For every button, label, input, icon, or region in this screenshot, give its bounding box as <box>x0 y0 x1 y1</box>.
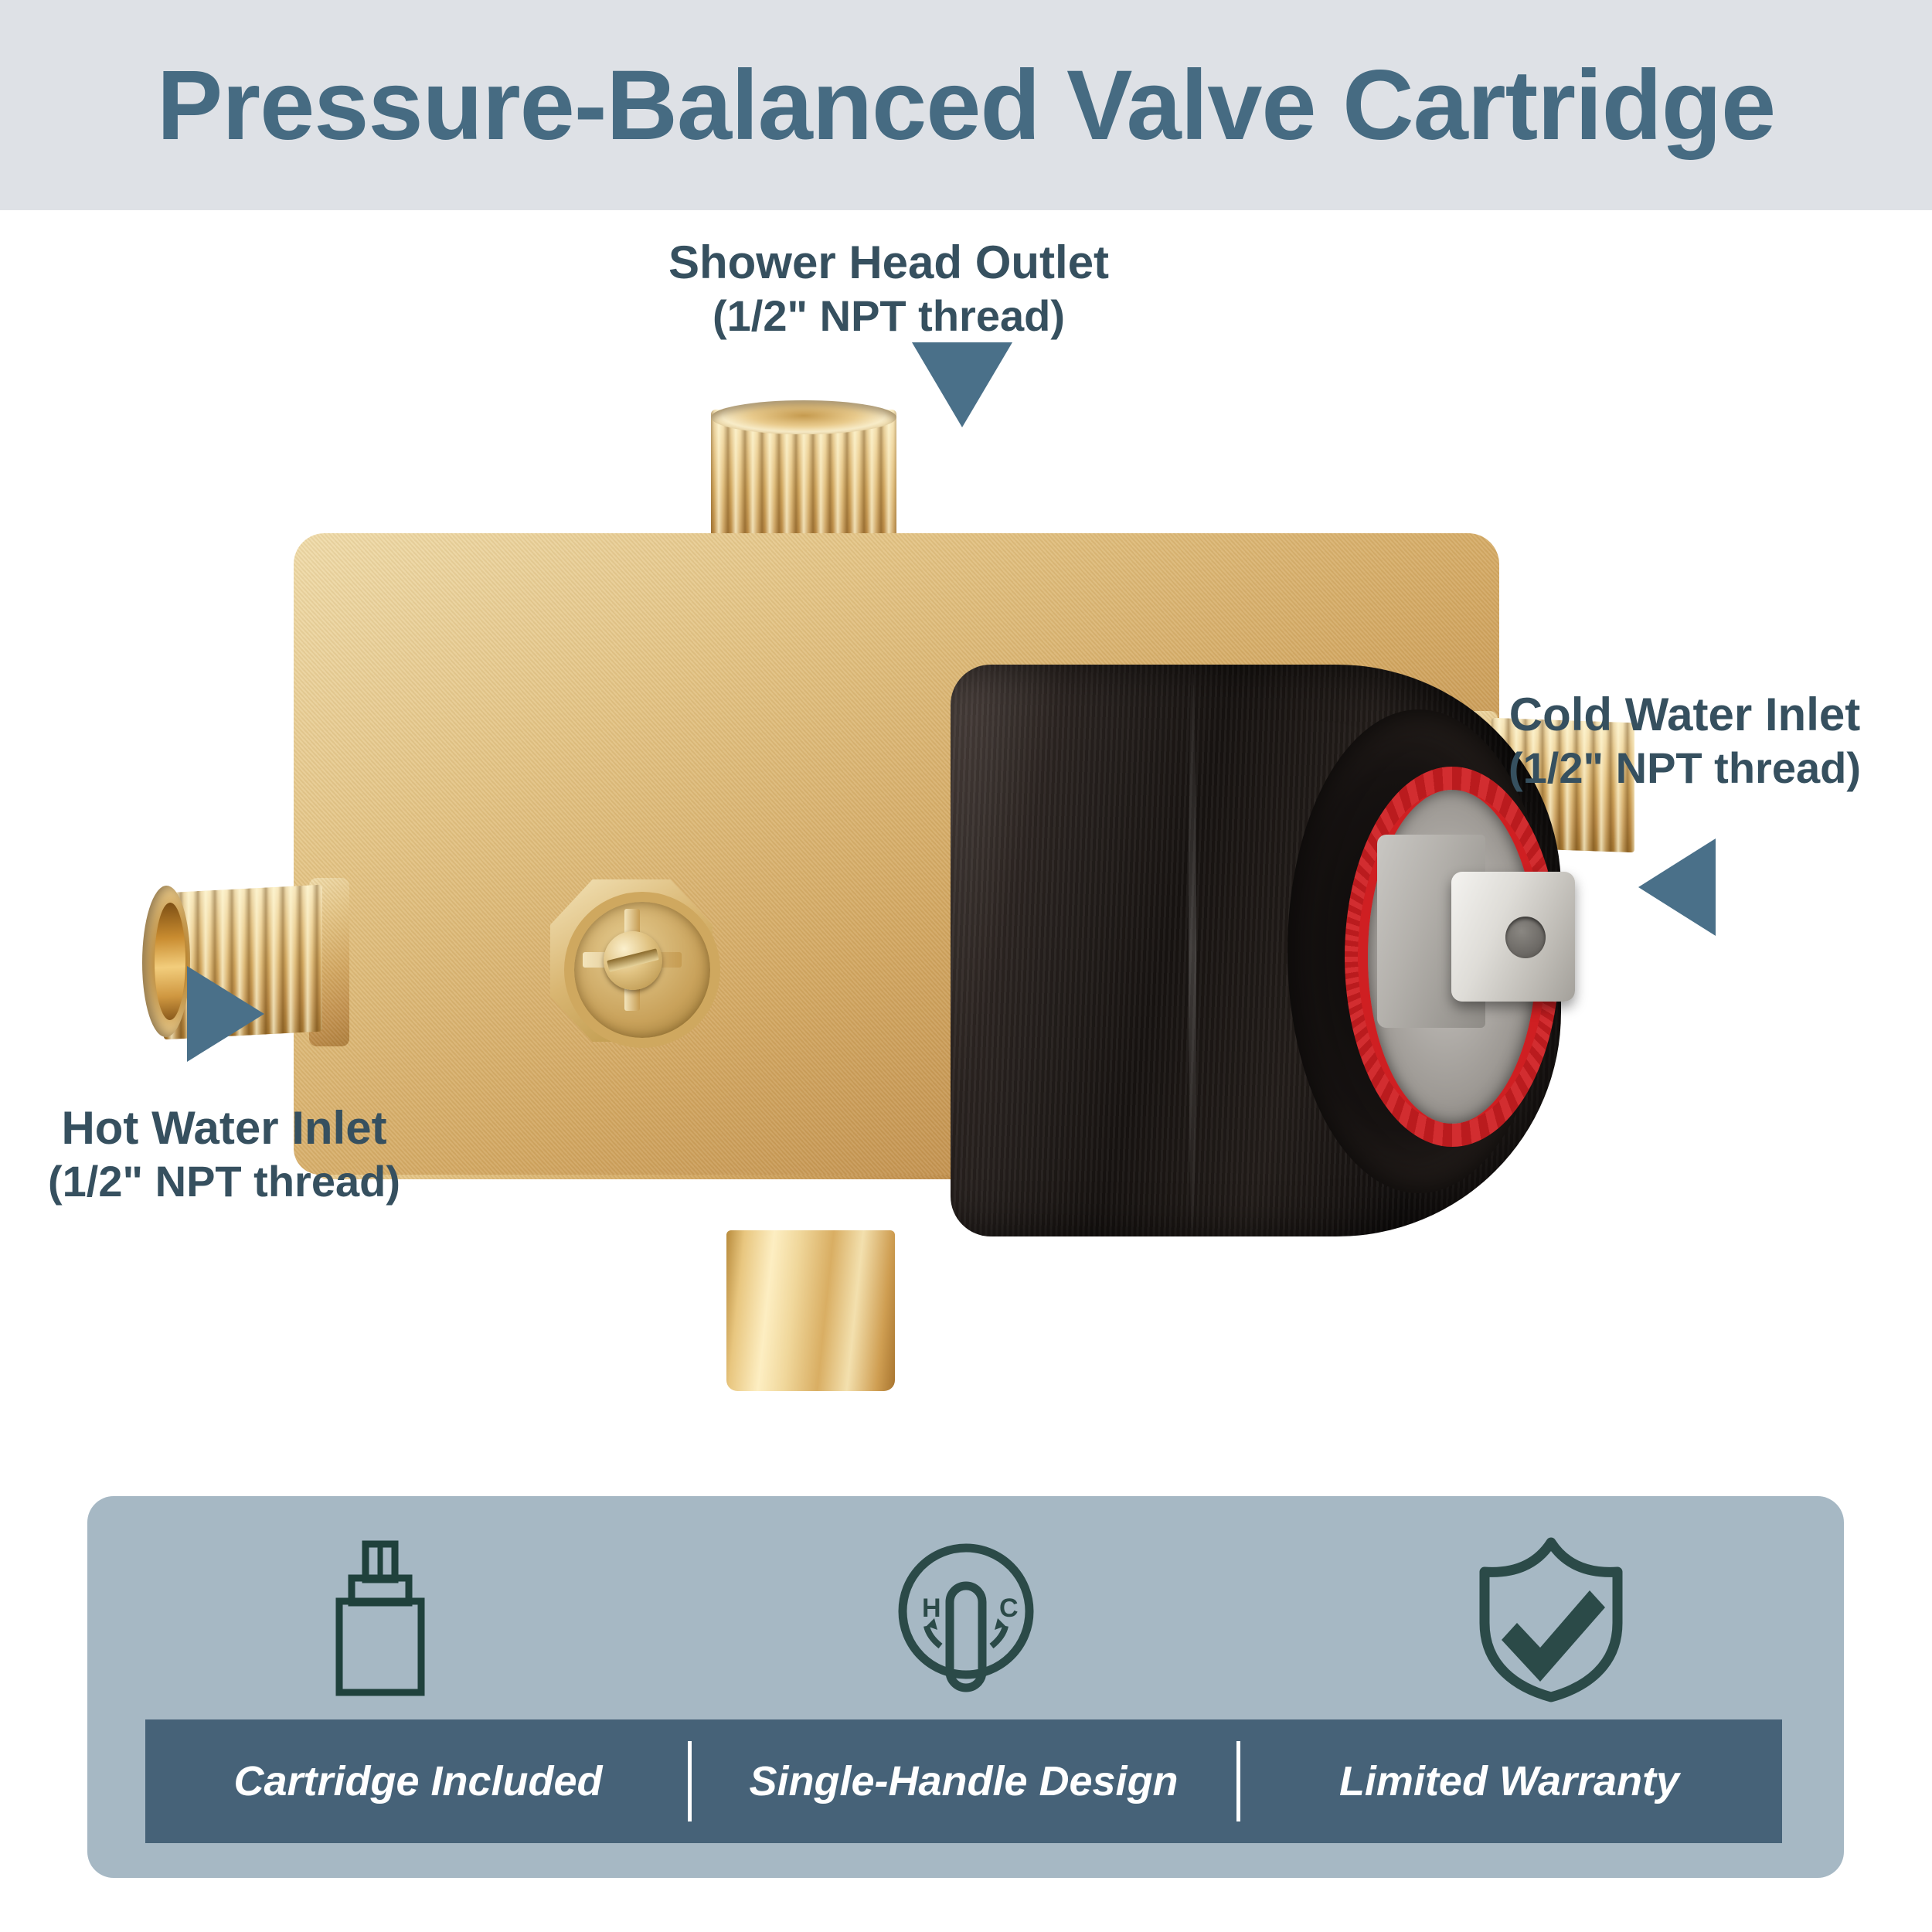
bonnet-seam <box>1189 666 1196 1235</box>
callout-subtitle: (1/2" NPT thread) <box>48 1156 400 1206</box>
feature-label-text: Cartridge Included <box>233 1758 603 1804</box>
single-handle-icon: H C <box>898 1543 1033 1692</box>
shield-check-icon <box>1479 1537 1623 1702</box>
feature-item-single-handle: Single-Handle Design <box>691 1757 1236 1805</box>
callout-subtitle: (1/2" NPT thread) <box>1509 743 1861 792</box>
feature-divider <box>688 1741 692 1821</box>
callout-title: Shower Head Outlet <box>668 236 1110 288</box>
tub-spout-outlet <box>726 1230 895 1391</box>
shower-outlet-bore <box>711 400 896 434</box>
callout-subtitle: (1/2" NPT thread) <box>713 291 1065 340</box>
feature-icon-row: H C <box>87 1515 1844 1723</box>
callout-title: Hot Water Inlet <box>61 1102 387 1154</box>
feature-icon-cell-single-handle: H C <box>673 1515 1259 1723</box>
feature-divider <box>1236 1741 1240 1821</box>
cold-mark: C <box>999 1594 1019 1623</box>
arrow-down-icon <box>912 342 1012 427</box>
feature-item-cartridge: Cartridge Included <box>145 1757 691 1805</box>
hot-mark: H <box>922 1594 941 1623</box>
cartridge-stem-hole <box>1505 917 1546 958</box>
feature-label-text: Limited Warranty <box>1338 1758 1680 1804</box>
cartridge-icon <box>335 1540 425 1696</box>
callout-hot-water-inlet: Hot Water Inlet (1/2" NPT thread) <box>8 1101 440 1207</box>
feature-item-warranty: Limited Warranty <box>1236 1757 1782 1805</box>
arrow-left-icon <box>1638 838 1716 936</box>
tub-spout-outlet-end <box>726 1374 895 1406</box>
callout-shower-head-outlet: Shower Head Outlet (1/2" NPT thread) <box>587 236 1190 342</box>
callout-title: Cold Water Inlet <box>1509 689 1861 740</box>
page-title: Pressure-Balanced Valve Cartridge <box>156 50 1776 161</box>
feature-label-text: Single-Handle Design <box>749 1758 1179 1804</box>
feature-icon-cell-warranty <box>1258 1515 1844 1723</box>
feature-icon-cell-cartridge <box>87 1515 673 1723</box>
header-band <box>0 0 1932 210</box>
feature-label-bar: Cartridge Included Single-Handle Design … <box>145 1719 1782 1843</box>
callout-cold-water-inlet: Cold Water Inlet (1/2" NPT thread) <box>1437 688 1932 794</box>
product-image-valve-body <box>142 400 1723 1499</box>
arrow-right-icon <box>187 966 264 1062</box>
